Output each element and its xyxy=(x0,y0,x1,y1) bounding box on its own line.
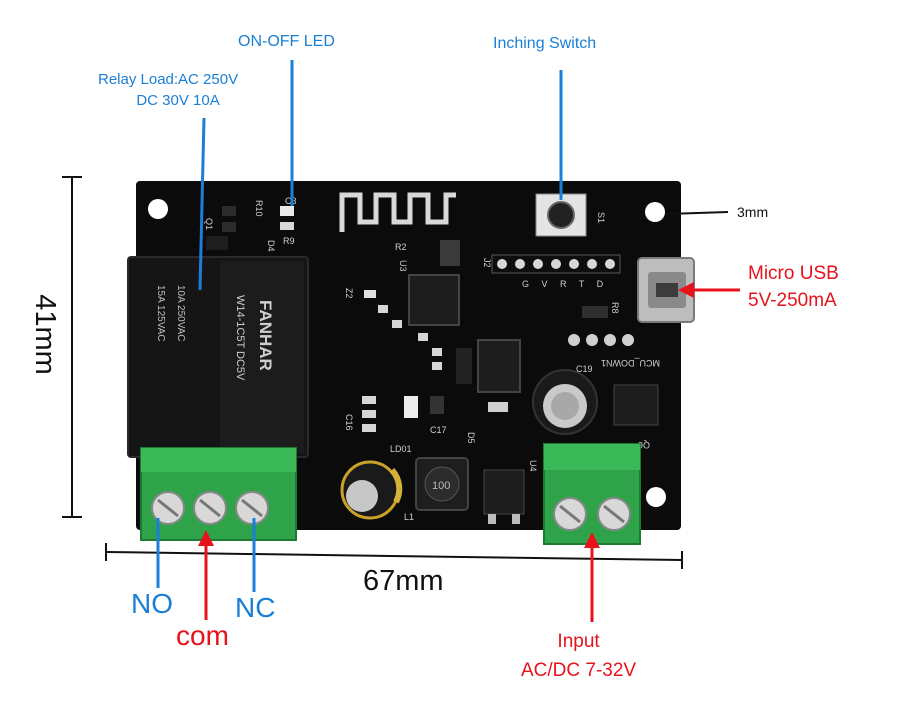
relay-rating-text: 15A 125VAC xyxy=(155,285,166,342)
svg-text:J2: J2 xyxy=(482,258,492,268)
relay-load-label: Relay Load:AC 250V DC 30V 10A xyxy=(98,69,238,111)
svg-text:Q6: Q6 xyxy=(638,440,650,450)
nc-label: NC xyxy=(235,592,276,623)
svg-text:C19: C19 xyxy=(576,364,593,374)
micro-usb-line2: 5V-250mA xyxy=(748,290,837,311)
micro-usb-line1: Micro USB xyxy=(748,263,839,284)
svg-text:100: 100 xyxy=(432,480,450,492)
driver-ic xyxy=(477,339,521,393)
input-line2: AC/DC 7-32V xyxy=(521,660,637,681)
inching-switch-label: Inching Switch xyxy=(493,35,597,52)
height-dimension-label: 41mm xyxy=(28,294,61,375)
header-pin-labels: G V R T D xyxy=(522,279,608,289)
svg-text:U4: U4 xyxy=(528,460,538,472)
no-label: NO xyxy=(131,588,173,619)
antenna-trace xyxy=(339,192,456,232)
com-arrow xyxy=(198,530,214,620)
relay-model-text: W14-1C5T DC5V xyxy=(234,295,246,381)
relay: FANHAR W14-1C5T DC5V 10A 250VAC 15A 125V… xyxy=(127,256,309,458)
small-capacitor xyxy=(340,460,403,520)
svg-text:C16: C16 xyxy=(344,414,354,431)
relay-terminal-block xyxy=(140,447,297,541)
hole-size-label: 3mm xyxy=(737,204,769,220)
input-label: Input AC/DC 7-32V xyxy=(521,627,636,685)
svg-text:D4: D4 xyxy=(266,240,276,252)
svg-text:L1: L1 xyxy=(404,512,414,522)
height-dimension xyxy=(62,176,82,518)
usb-arrow xyxy=(678,282,740,298)
hole-pointer xyxy=(666,211,729,215)
svg-text:Z2: Z2 xyxy=(344,288,354,299)
relay-rating-text: 10A 250VAC xyxy=(175,285,186,342)
width-dimension-label: 67mm xyxy=(363,565,444,597)
mounting-hole xyxy=(646,487,666,507)
electrolytic-capacitor: C19 xyxy=(532,364,598,435)
micro-usb-port xyxy=(637,257,695,323)
svg-text:D5: D5 xyxy=(466,432,476,444)
inching-switch: S1 xyxy=(535,193,606,237)
svg-text:U3: U3 xyxy=(398,260,408,272)
on-off-led xyxy=(280,206,294,216)
svg-text:R10: R10 xyxy=(254,200,264,217)
com-label: com xyxy=(176,620,229,651)
input-terminal-block xyxy=(543,443,641,545)
svg-text:LD01: LD01 xyxy=(390,444,412,454)
mcu-chip xyxy=(408,274,460,326)
svg-text:C17: C17 xyxy=(430,425,447,435)
relay-load-line2: DC 30V 10A xyxy=(136,92,220,109)
mounting-hole xyxy=(645,202,665,222)
input-arrow xyxy=(584,532,600,622)
micro-usb-label: Micro USB 5V-250mA xyxy=(748,260,839,314)
pin-header: G V R T D J2 xyxy=(482,254,621,289)
svg-text:S1: S1 xyxy=(596,212,606,223)
mounting-hole xyxy=(148,199,168,219)
relay-load-line1: Relay Load:AC 250V xyxy=(98,71,239,88)
relay-load-pointer xyxy=(198,117,206,291)
relay-brand-text: FANHAR xyxy=(256,300,275,371)
input-line1: Input xyxy=(557,631,600,652)
svg-text:Q1: Q1 xyxy=(204,218,214,230)
mcu-down-label: MCU_DOWN1 xyxy=(601,358,660,368)
inductor: 100 L1 LD01 xyxy=(390,444,469,522)
svg-text:R9: R9 xyxy=(283,236,295,246)
svg-text:R8: R8 xyxy=(610,302,620,314)
svg-text:R2: R2 xyxy=(395,242,407,252)
on-off-led-label: ON-OFF LED xyxy=(238,33,335,50)
width-dimension xyxy=(105,543,683,569)
